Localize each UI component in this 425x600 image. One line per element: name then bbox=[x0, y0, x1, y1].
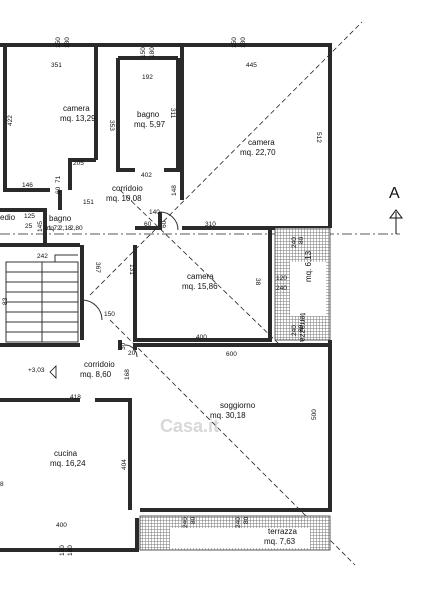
dim-422: 422 bbox=[7, 115, 14, 126]
dim-window-d: 180 bbox=[149, 47, 156, 58]
section-marker-label: A bbox=[389, 185, 400, 202]
room-name-cucina: cucina bbox=[54, 449, 78, 458]
dim-window-g: 150 bbox=[59, 545, 66, 556]
watermark: Casa.it bbox=[160, 416, 219, 436]
dim-445: 445 bbox=[246, 62, 257, 69]
dimension-labels: 150 180 150 180 150 180 351 192 445 422 … bbox=[0, 37, 322, 556]
room-name-corridoio-2: corridoio bbox=[84, 360, 115, 369]
dim-60b: 60 bbox=[144, 221, 152, 228]
dim-150: 150 bbox=[104, 311, 115, 318]
dim-1-72: 1,72 bbox=[48, 225, 61, 232]
dim-window-h: 180 bbox=[67, 545, 74, 556]
dim-83: 83 bbox=[2, 297, 9, 305]
dim-512: 512 bbox=[315, 132, 322, 143]
dim-2-18: 2,18 bbox=[59, 225, 72, 232]
dim-242: 242 bbox=[37, 253, 48, 260]
room-name-camera-3: camera bbox=[187, 272, 214, 281]
room-area-camera-1: mq. 13,29 bbox=[60, 114, 96, 123]
room-name-soggiorno: soggiorno bbox=[220, 401, 256, 410]
room-area-bagno-1: mq. 5,97 bbox=[134, 120, 166, 129]
dim-145: 145 bbox=[37, 221, 44, 232]
dim-window-a: 150 bbox=[55, 37, 62, 48]
dim-168: 168 bbox=[124, 369, 131, 380]
exterior-walls bbox=[0, 43, 332, 552]
dim-367: 367 bbox=[94, 262, 101, 273]
dim-80a: 80 bbox=[298, 236, 305, 244]
room-name-bagno-2: bagno bbox=[49, 214, 72, 223]
room-name-camera-2: camera bbox=[248, 138, 275, 147]
dim-310: 310 bbox=[205, 221, 216, 228]
room-area-corridoio-1: mq. 10,08 bbox=[106, 194, 142, 203]
dim-500: 500 bbox=[311, 409, 318, 420]
door-swings bbox=[81, 211, 179, 358]
dim-80b: 80 bbox=[298, 324, 305, 332]
room-area-corridoio-2: mq. 8,60 bbox=[80, 370, 112, 379]
room-labels: camera mq. 13,29 bagno mq. 5,97 camera m… bbox=[0, 104, 307, 546]
dim-351: 351 bbox=[51, 62, 62, 69]
room-name-bagno-1: bagno bbox=[137, 110, 160, 119]
dim-120: 120 bbox=[276, 275, 287, 282]
dim-2-80: 2,80 bbox=[70, 225, 83, 232]
stairwell bbox=[5, 254, 79, 343]
dim-240a: 240 bbox=[291, 237, 298, 248]
dim-60a: 60 bbox=[55, 186, 62, 194]
dim-60c: 60 bbox=[161, 220, 168, 228]
dim-400b: 400 bbox=[56, 522, 67, 529]
level-mark: +3,03 bbox=[28, 365, 57, 379]
room-area-soggiorno: mq. 30,18 bbox=[210, 411, 246, 420]
dim-window-f: 180 bbox=[240, 37, 247, 48]
room-area-cucina: mq. 16,24 bbox=[50, 459, 86, 468]
dim-240b: 240 bbox=[276, 285, 287, 292]
dim-window-e: 150 bbox=[231, 37, 238, 48]
room-name-corridoio-1: corridoio bbox=[112, 184, 143, 193]
dim-205: 205 bbox=[73, 160, 84, 167]
dim-window-c: 150 bbox=[140, 47, 147, 58]
dim-8: 8 bbox=[0, 481, 4, 488]
dim-400a: 400 bbox=[196, 334, 207, 341]
dim-140: 140 bbox=[149, 209, 160, 216]
dim-240d: 240 bbox=[182, 517, 189, 528]
dim-402: 402 bbox=[141, 172, 152, 179]
dim-148: 148 bbox=[171, 185, 178, 196]
dim-240c: 240 bbox=[291, 325, 298, 336]
room-area-terrazza-1-rot: mq. 6,13 bbox=[304, 250, 313, 282]
room-area-camera-3: mq. 15,86 bbox=[182, 282, 218, 291]
room-name-camera-1: camera bbox=[63, 104, 90, 113]
dim-80d: 80 bbox=[243, 516, 250, 524]
level-mark-label: +3,03 bbox=[28, 367, 45, 374]
dim-192: 192 bbox=[142, 74, 153, 81]
dim-25: 25 bbox=[25, 223, 33, 230]
balconies bbox=[139, 227, 331, 551]
dim-146: 146 bbox=[22, 182, 33, 189]
dim-404: 404 bbox=[121, 459, 128, 470]
dim-131: 131 bbox=[128, 264, 135, 275]
dim-125: 125 bbox=[24, 213, 35, 220]
room-name-ripostiglio: edio bbox=[0, 213, 16, 222]
room-name-terrazza-2: terrazza bbox=[268, 527, 297, 536]
dim-353: 353 bbox=[108, 120, 115, 131]
dim-151: 151 bbox=[83, 199, 94, 206]
interior-walls bbox=[0, 45, 330, 510]
dim-240e: 240 bbox=[235, 517, 242, 528]
dim-311: 311 bbox=[169, 108, 176, 119]
room-name-terrazza-1: terrazza bbox=[298, 313, 307, 342]
dim-30: 30 bbox=[120, 342, 127, 350]
room-area-terrazza-2: mq. 7,63 bbox=[264, 537, 296, 546]
dim-38: 38 bbox=[254, 278, 261, 286]
room-area-bagno-2: mq. bbox=[45, 225, 56, 232]
dim-418: 418 bbox=[70, 394, 81, 401]
dim-80c: 80 bbox=[190, 516, 197, 524]
section-axis: A bbox=[0, 185, 403, 235]
room-area-camera-2: mq. 22,70 bbox=[240, 148, 276, 157]
dim-600: 600 bbox=[226, 351, 237, 358]
dim-window-b: 180 bbox=[64, 37, 71, 48]
dim-71: 71 bbox=[55, 175, 62, 183]
dim-20: 20 bbox=[128, 350, 136, 357]
